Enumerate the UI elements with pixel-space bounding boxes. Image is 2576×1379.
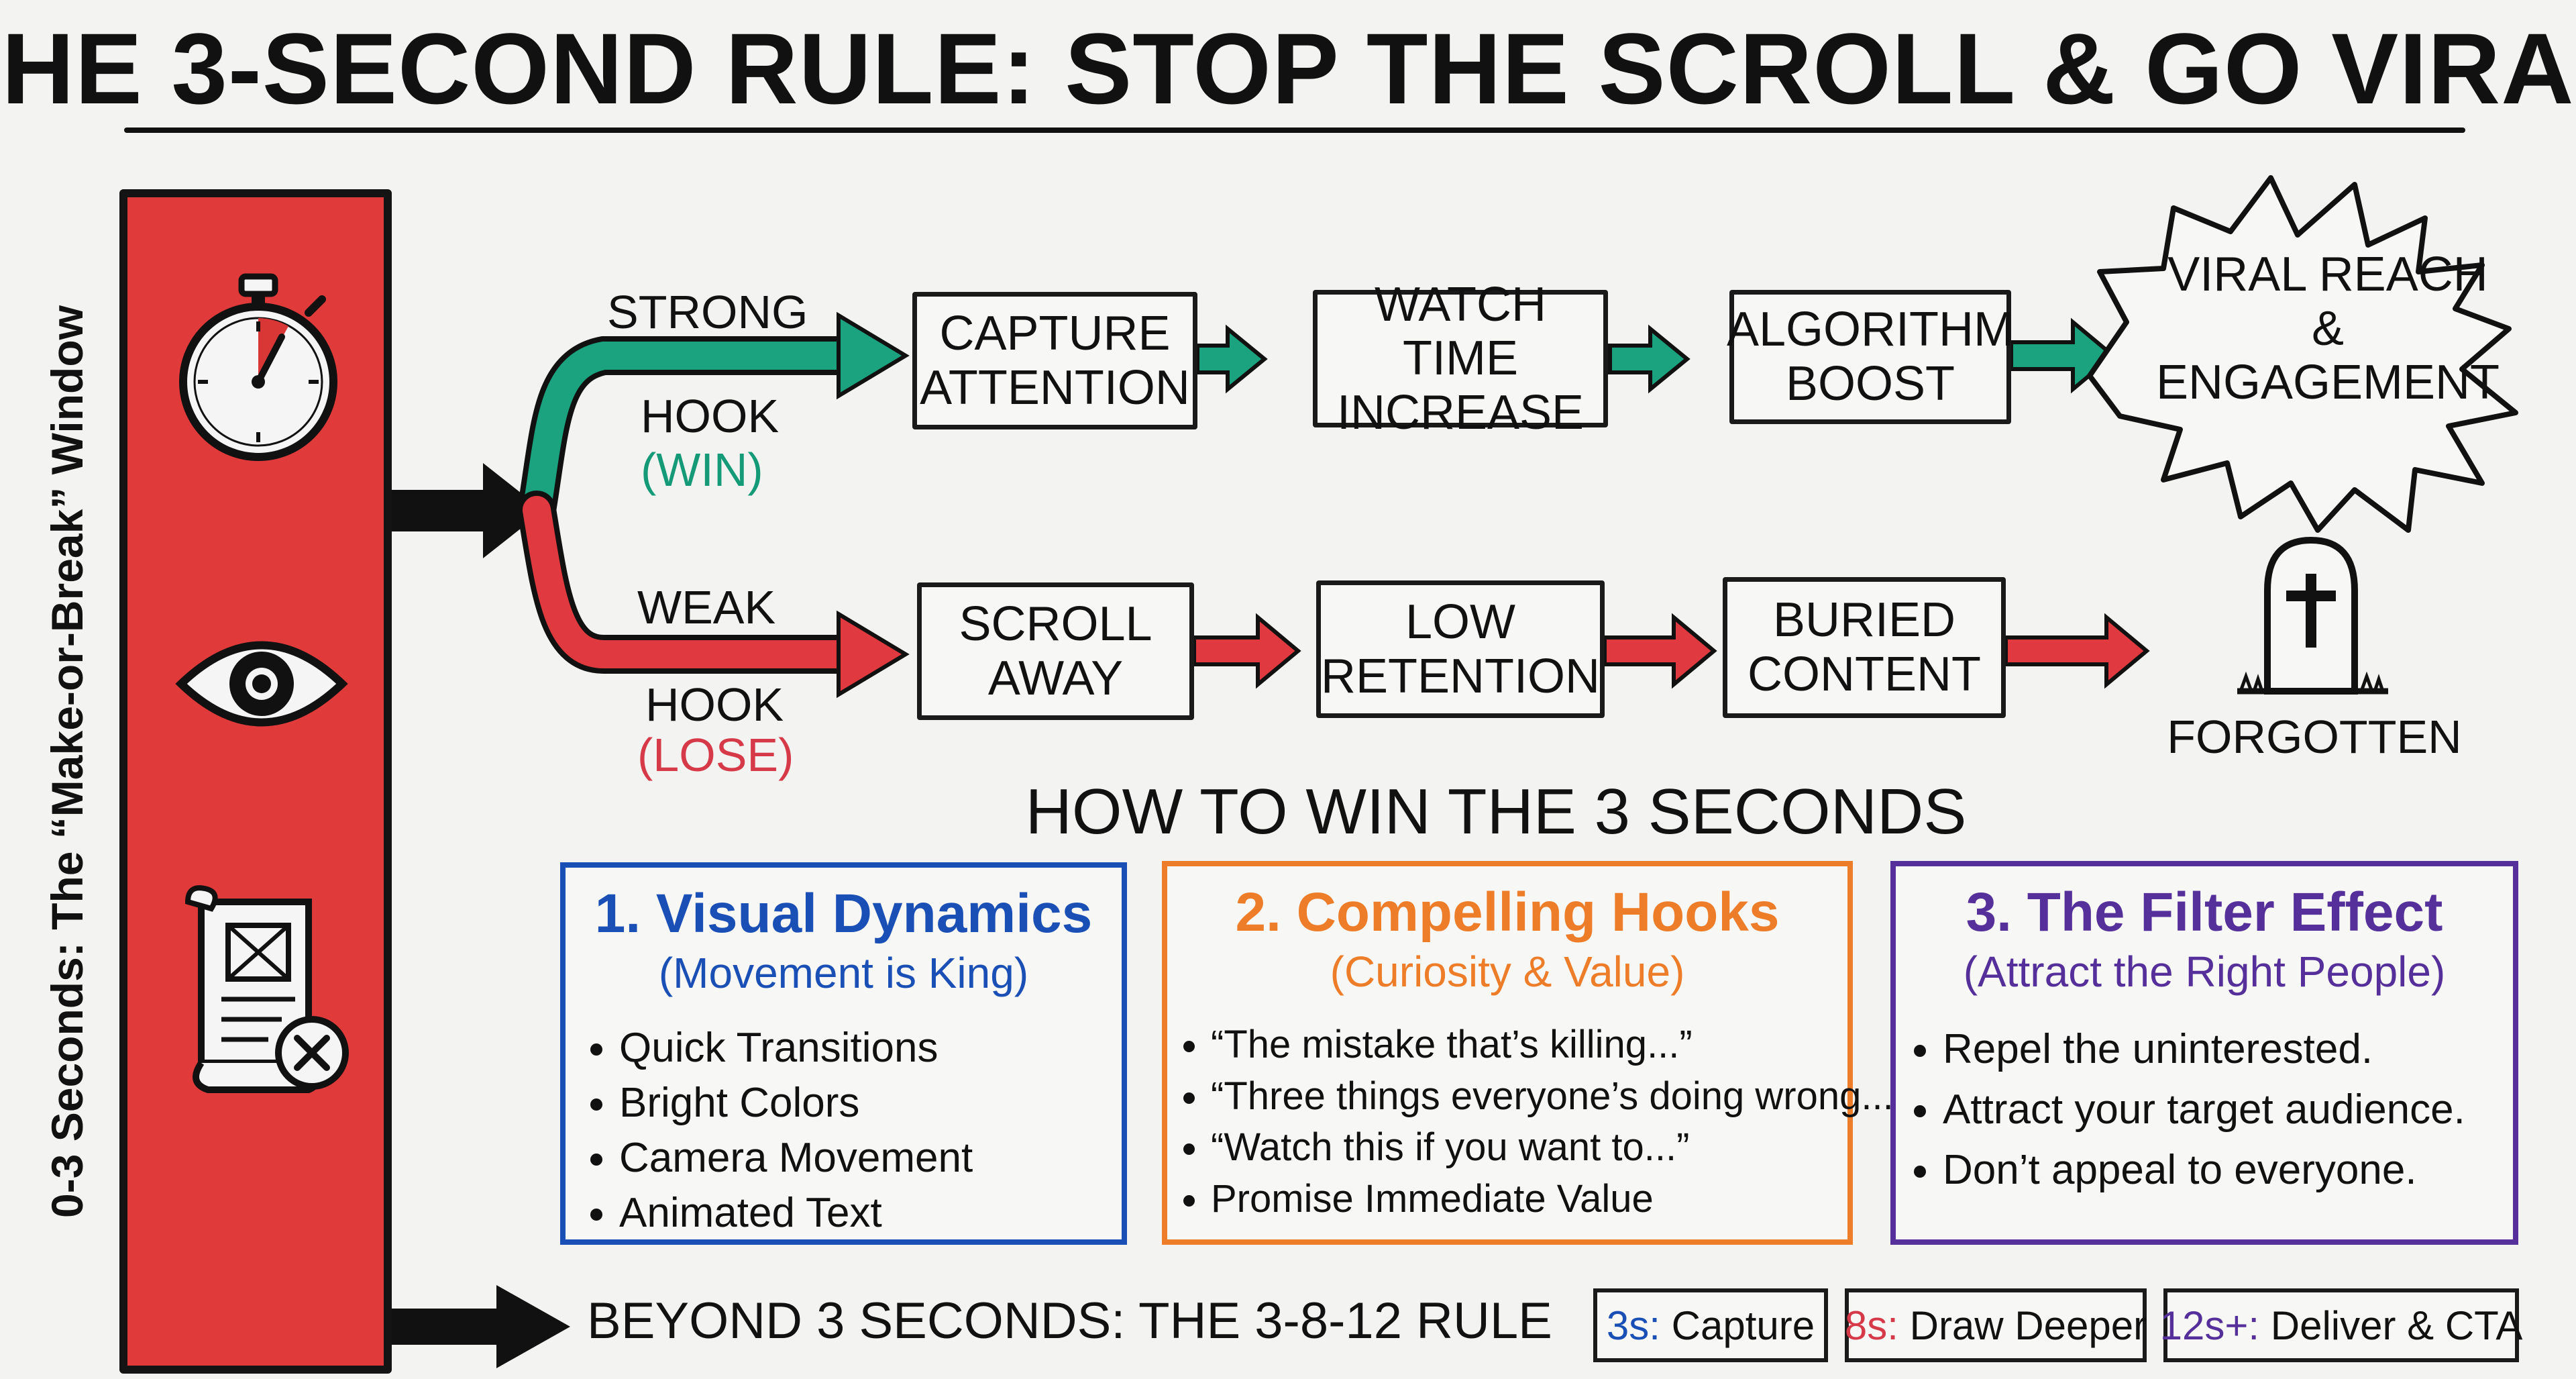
forgotten-label: Forgotten [2167, 710, 2462, 763]
lose-label-outcome: (Lose) [637, 729, 794, 781]
rejected-scroll-icon [184, 885, 349, 1093]
viral-reach-text: Viral Reach & Engagement [2156, 245, 2500, 413]
tip-item: “Three things everyone’s doing wrong...” [1211, 1071, 1907, 1123]
tip-item: Bright Colors [619, 1076, 1122, 1131]
step-low-retention: Low Retention [1316, 580, 1605, 718]
page-title: The 3-Second Rule: Stop the Scroll & Go … [0, 12, 2576, 125]
main-black-arrow [392, 463, 543, 558]
rule-pill-8s: 8s: Draw Deeper [1845, 1288, 2147, 1362]
tip-item: “The mistake that’s killing...” [1211, 1019, 1847, 1071]
tip-list: “The mistake that’s killing...” “Three t… [1167, 1019, 1907, 1225]
tip-item: Camera Movement [619, 1131, 1122, 1186]
section-heading: How to Win the 3 Seconds [1025, 776, 1967, 848]
win-label-top: Strong [607, 286, 808, 338]
win-arrow-1 [1195, 324, 1268, 394]
win-arrow-2 [1608, 324, 1690, 394]
rule-pill-12s: 12s+: Deliver & CTA [2159, 1288, 2522, 1362]
tip-list: Quick Transitions Bright Colors Camera M… [566, 1021, 1122, 1240]
eye-icon [175, 641, 348, 727]
tip-item: Quick Transitions [619, 1021, 1122, 1076]
step-watch-time-increase: Watch Time Increase [1313, 278, 1608, 440]
viral-reach-line1: Viral Reach [2167, 248, 2488, 302]
lose-arrow-3 [2004, 613, 2150, 689]
lose-arrow-1 [1192, 613, 1301, 689]
tip-card-title: 2. Compelling Hooks [1235, 882, 1780, 943]
step-algorithm-boost: Algorithm Boost [1727, 290, 2014, 424]
win-label-bottom: Hook [641, 390, 780, 442]
tip-item: Don’t appeal to everyone. [1943, 1140, 2513, 1201]
tip-list: Repel the uninterested. Attract your tar… [1896, 1019, 2513, 1201]
step-capture-attention: Capture Attention [912, 292, 1197, 429]
tip-card-title: 3. The Filter Effect [1966, 882, 2443, 943]
rule-pill-3s: 3s: Capture [1593, 1288, 1828, 1362]
win-path-connector [523, 342, 879, 524]
rule-time: 8s: [1844, 1303, 1898, 1348]
make-or-break-window [119, 189, 392, 1374]
lose-arrow-2 [1603, 613, 1717, 689]
lose-label-bottom: Hook [645, 678, 784, 731]
tip-item: Promise Immediate Value [1211, 1174, 1847, 1225]
viral-reach-line3: Engagement [2155, 356, 2500, 410]
footer-label: Beyond 3 Seconds: The 3-8-12 Rule [587, 1292, 1552, 1349]
rule-time: 12s+: [2159, 1303, 2260, 1348]
tip-card-title: 1. Visual Dynamics [594, 883, 1093, 944]
step-buried-content: Buried Content [1723, 577, 2006, 718]
tombstone-icon [2237, 536, 2388, 695]
step-scroll-away: Scroll Away [917, 582, 1194, 720]
tip-item: “Watch this if you want to...” [1211, 1122, 1847, 1174]
stopwatch-icon [179, 273, 337, 461]
rule-text: Capture [1671, 1303, 1815, 1348]
win-label-outcome: (Win) [641, 444, 763, 496]
tip-card-filter-effect: 3. The Filter Effect (Attract the Right … [1890, 861, 2518, 1245]
tip-card-subtitle: (Attract the Right People) [1963, 948, 2446, 997]
tip-item: Repel the uninterested. [1943, 1019, 2513, 1080]
tip-item: Attract your target audience. [1943, 1080, 2513, 1140]
footer-black-arrow [392, 1285, 570, 1368]
tip-card-subtitle: (Curiosity & Value) [1330, 948, 1685, 997]
lose-label-top: Weak [637, 581, 776, 633]
viral-starburst [2087, 175, 2518, 533]
lose-path-connector [523, 496, 879, 668]
win-arrowhead [837, 311, 910, 400]
tip-card-subtitle: (Movement is King) [658, 949, 1029, 998]
tip-item: Animated Text [619, 1186, 1122, 1241]
rule-text: Draw Deeper [1909, 1303, 2147, 1348]
rule-text: Deliver & CTA [2270, 1303, 2523, 1348]
lose-arrowhead [837, 610, 910, 699]
tip-card-visual-dynamics: 1. Visual Dynamics (Movement is King) Qu… [560, 862, 1127, 1245]
viral-reach-line2: & [2311, 301, 2345, 356]
rule-time: 3s: [1606, 1303, 1660, 1348]
title-underline [124, 127, 2465, 133]
tip-card-compelling-hooks: 2. Compelling Hooks (Curiosity & Value) … [1162, 861, 1907, 1245]
